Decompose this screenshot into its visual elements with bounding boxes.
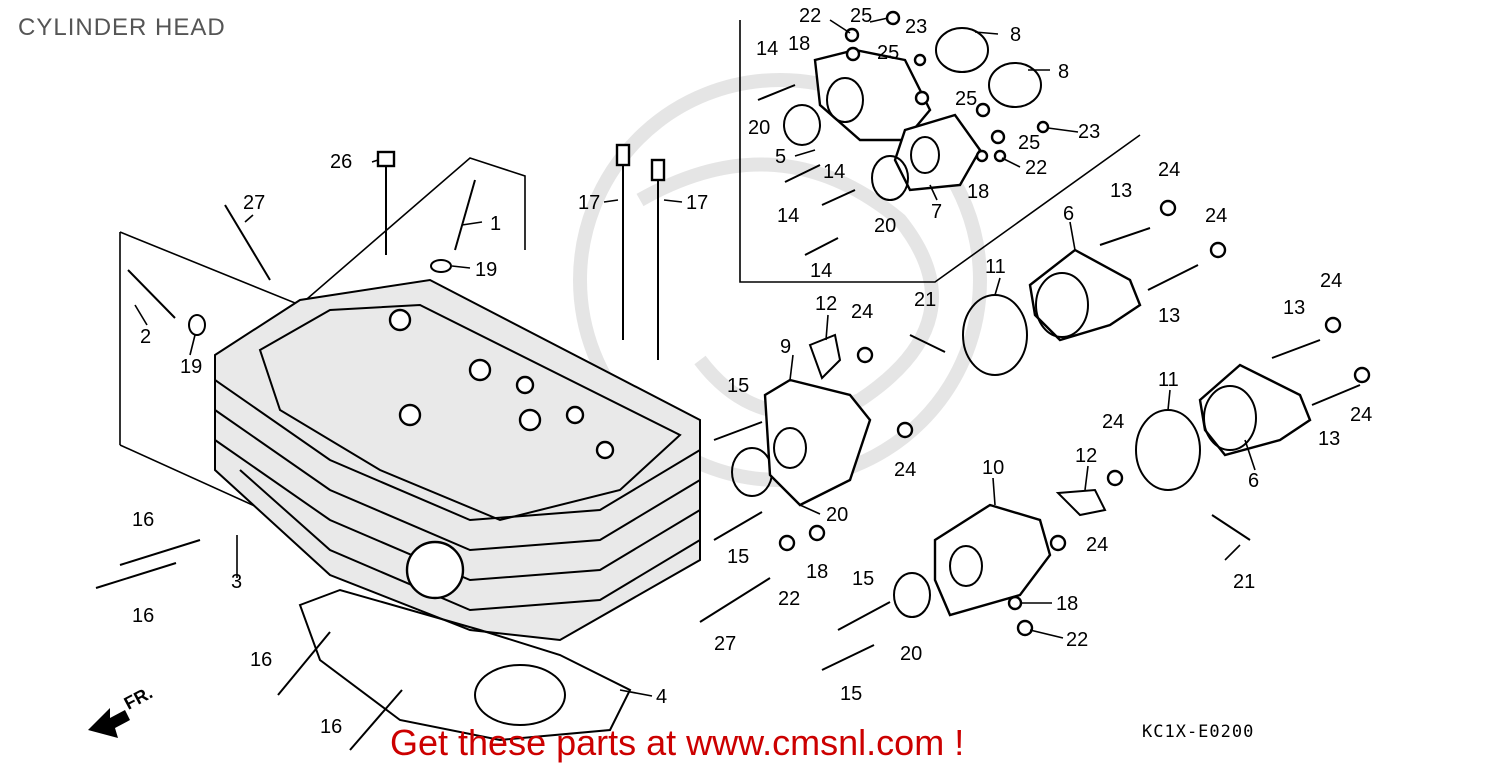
callout: 2 bbox=[140, 326, 151, 348]
callout: 13 bbox=[1158, 305, 1180, 327]
callout: 24 bbox=[1320, 270, 1342, 292]
callout: 20 bbox=[826, 504, 848, 526]
callout: 14 bbox=[810, 260, 832, 282]
callout: 24 bbox=[1086, 534, 1108, 556]
callout: 18 bbox=[967, 181, 989, 203]
callout: 14 bbox=[777, 205, 799, 227]
callout: 13 bbox=[1110, 180, 1132, 202]
callout: 24 bbox=[1102, 411, 1124, 433]
callout: 13 bbox=[1283, 297, 1305, 319]
callout: 8 bbox=[1010, 24, 1021, 46]
diagram-title: CYLINDER HEAD bbox=[18, 14, 226, 41]
callout: 22 bbox=[1025, 157, 1047, 179]
callout: 6 bbox=[1248, 470, 1259, 492]
diagram-code: KC1X-E0200 bbox=[1142, 722, 1255, 742]
callout: 19 bbox=[475, 259, 497, 281]
carb-joint-upper-6[interactable] bbox=[1028, 248, 1142, 342]
callout: 11 bbox=[1158, 369, 1179, 391]
leader-lines bbox=[134, 17, 1256, 697]
callout: 25 bbox=[1018, 132, 1040, 154]
insulator-10[interactable] bbox=[933, 503, 1052, 617]
callout: 8 bbox=[1058, 61, 1069, 83]
callout: 7 bbox=[931, 201, 942, 223]
studs[interactable] bbox=[95, 539, 403, 751]
callout: 16 bbox=[320, 716, 342, 738]
callout: 27 bbox=[714, 633, 736, 655]
callout: 25 bbox=[955, 88, 977, 110]
head-frame bbox=[119, 157, 526, 306]
callout: 14 bbox=[756, 38, 778, 60]
callout: 1 bbox=[490, 213, 501, 235]
callout: 18 bbox=[1056, 593, 1078, 615]
bolts-21[interactable] bbox=[909, 334, 1251, 541]
callout: 22 bbox=[799, 5, 821, 27]
callout: 20 bbox=[874, 215, 896, 237]
insulator-9[interactable] bbox=[763, 378, 872, 507]
callout: 15 bbox=[852, 568, 874, 590]
clamps-8[interactable] bbox=[935, 27, 1042, 108]
studs-14[interactable] bbox=[757, 84, 856, 256]
studs-13[interactable] bbox=[1099, 227, 1361, 406]
spark-plug[interactable] bbox=[224, 204, 771, 623]
callout: 21 bbox=[1233, 571, 1255, 593]
fitting[interactable] bbox=[127, 179, 476, 336]
cylinder-head[interactable] bbox=[214, 278, 701, 642]
studs-15[interactable] bbox=[713, 421, 891, 671]
long-bolts[interactable] bbox=[615, 143, 666, 360]
callout: 22 bbox=[778, 588, 800, 610]
callout: 12 bbox=[815, 293, 837, 315]
callout: 18 bbox=[806, 561, 828, 583]
callout: 24 bbox=[1205, 205, 1227, 227]
head-gasket[interactable] bbox=[298, 588, 632, 742]
callout: 15 bbox=[727, 375, 749, 397]
callout: 17 bbox=[686, 192, 708, 214]
inset-frame bbox=[739, 20, 1141, 283]
callout: 14 bbox=[823, 161, 845, 183]
callout: 5 bbox=[775, 146, 786, 168]
front-arrow-icon bbox=[88, 708, 130, 738]
callout: 11 bbox=[985, 256, 1006, 278]
promo-banner[interactable]: Get these parts at www.cmsnl.com ! bbox=[390, 722, 965, 763]
callout: 23 bbox=[1078, 121, 1100, 143]
bolt-26[interactable] bbox=[376, 150, 396, 255]
callout: 4 bbox=[656, 686, 667, 708]
callout: 20 bbox=[900, 643, 922, 665]
callout: 24 bbox=[1158, 159, 1180, 181]
callout: 25 bbox=[877, 42, 899, 64]
callout: 21 bbox=[914, 289, 936, 311]
callout: 6 bbox=[1063, 203, 1074, 225]
callout: 15 bbox=[840, 683, 862, 705]
callout: 3 bbox=[231, 571, 242, 593]
callout: 16 bbox=[250, 649, 272, 671]
callout: 16 bbox=[132, 605, 154, 627]
callout: 19 bbox=[180, 356, 202, 378]
nuts-washers[interactable] bbox=[778, 10, 1371, 637]
callout: 23 bbox=[905, 16, 927, 38]
callout-labels: 1 2 3 4 5 6 6 7 8 8 9 10 11 11 12 12 13 … bbox=[132, 5, 1372, 738]
callout: 25 bbox=[850, 5, 872, 27]
callout: 24 bbox=[851, 301, 873, 323]
callout: 24 bbox=[1350, 404, 1372, 426]
callout: 10 bbox=[982, 457, 1004, 479]
callout: 15 bbox=[727, 546, 749, 568]
callout: 20 bbox=[748, 117, 770, 139]
callout: 13 bbox=[1318, 428, 1340, 450]
carb-joint-lower-6[interactable] bbox=[1198, 363, 1312, 457]
callout: 26 bbox=[330, 151, 352, 173]
callout: 17 bbox=[578, 192, 600, 214]
callout: 22 bbox=[1066, 629, 1088, 651]
callout: 27 bbox=[243, 192, 265, 214]
callout: 9 bbox=[780, 336, 791, 358]
callout: 16 bbox=[132, 509, 154, 531]
intake-pipe-7[interactable] bbox=[893, 113, 982, 192]
callout: 12 bbox=[1075, 445, 1097, 467]
callout: 18 bbox=[788, 33, 810, 55]
callout: 24 bbox=[894, 459, 916, 481]
